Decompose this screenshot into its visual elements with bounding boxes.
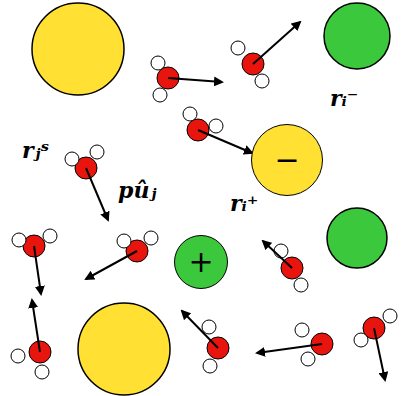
hydrogen-atom (294, 278, 308, 292)
hydrogen-atom (255, 74, 269, 88)
ion-circle: + (174, 235, 228, 289)
hydrogen-atom (144, 231, 158, 245)
hydrogen-atom (35, 365, 49, 379)
hydrogen-atom (203, 359, 217, 373)
dipole-arrow (34, 246, 41, 294)
hydrogen-atom (65, 152, 79, 166)
water-molecule (354, 309, 397, 380)
hydrogen-atom (90, 145, 104, 159)
vector-label: rⱼˢ (20, 138, 51, 162)
water-molecule (257, 323, 333, 366)
hydrogen-atom (12, 233, 26, 247)
dipole-arrow (86, 168, 108, 220)
hydrogen-atom (383, 309, 397, 323)
ion-circle (32, 3, 124, 95)
water-molecule (12, 229, 57, 294)
dipole-arrow (263, 241, 292, 268)
hydrogen-atom (274, 244, 288, 258)
ion-circle (327, 208, 387, 268)
water-molecule (11, 300, 51, 379)
dipole-arrow (374, 328, 385, 380)
dipole-arrow (32, 300, 40, 352)
dipole-arrow (198, 130, 252, 153)
ion-circle (78, 303, 170, 395)
water-molecule (182, 311, 229, 373)
hydrogen-atom (151, 56, 165, 70)
hydrogen-atom (43, 229, 57, 243)
dipole-arrow (257, 344, 322, 353)
hydrogen-atom (209, 119, 223, 133)
vector-label: rᵢ⁻ (328, 86, 360, 110)
ion-circle (324, 3, 390, 69)
hydrogen-atom (183, 107, 197, 121)
hydrogen-atom (202, 320, 216, 334)
hydrogen-atom (354, 333, 368, 347)
hydrogen-atom (153, 88, 167, 102)
water-molecule (65, 145, 108, 220)
water-molecule (231, 22, 300, 88)
vector-label: pûⱼ (116, 178, 158, 202)
hydrogen-atom (11, 349, 25, 363)
dipole-arrow (253, 22, 300, 64)
dipole-arrow (86, 251, 137, 279)
hydrogen-atom (117, 234, 131, 248)
water-molecule (263, 241, 308, 292)
water-molecule (151, 56, 222, 102)
dipole-arrow (168, 78, 222, 82)
dipole-arrow (182, 311, 218, 348)
water-molecule (183, 107, 252, 153)
hydrogen-atom (301, 352, 315, 366)
ion-circle: − (251, 124, 323, 196)
water-molecule (86, 231, 158, 279)
hydrogen-atom (231, 41, 245, 55)
vector-label: rᵢ⁺ (228, 191, 260, 215)
charge-sign: + (188, 247, 213, 277)
hydrogen-atom (295, 323, 309, 337)
charge-sign: − (274, 145, 299, 175)
